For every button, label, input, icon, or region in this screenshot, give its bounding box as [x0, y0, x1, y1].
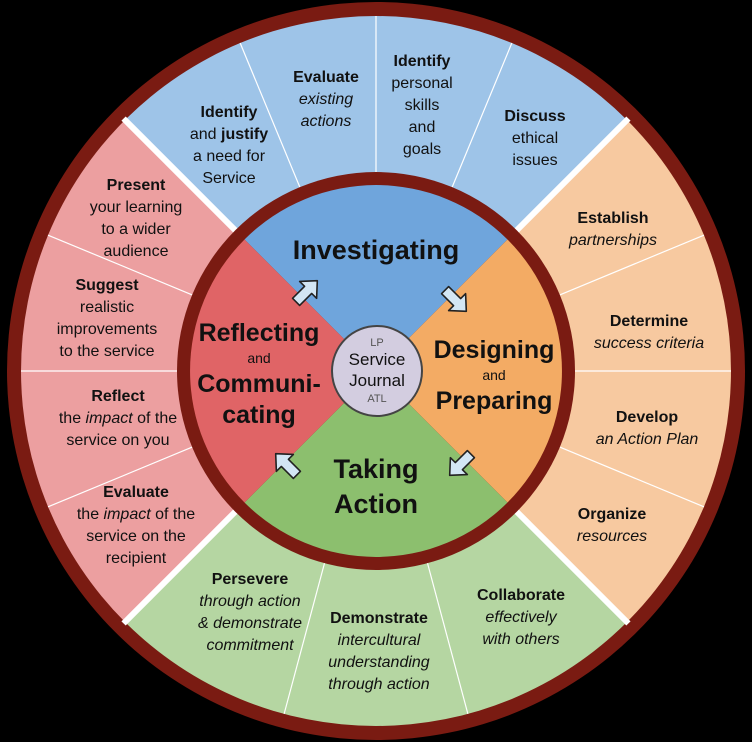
- quadrant-divider: [121, 506, 241, 626]
- quadrant-divider: [511, 506, 631, 626]
- step-divider: [555, 234, 705, 298]
- cycle-arrow-icon: [274, 452, 302, 480]
- quadrant-title-reflecting: Reflecting: [199, 319, 320, 347]
- center-logo: LP Service Journal ATL: [331, 325, 423, 417]
- quadrant-connector-reflecting: and: [247, 350, 270, 366]
- quadrant-taking-action: [244, 371, 508, 557]
- cycle-arrow-icon: [448, 449, 476, 477]
- step-divider: [47, 444, 197, 508]
- cycle-arrows: [274, 279, 476, 480]
- center-logo-line2: Journal: [349, 371, 405, 390]
- center-circle: [331, 325, 423, 417]
- quadrant-divider: [121, 116, 241, 236]
- step-divider: [425, 558, 469, 715]
- cycle-arrow-icon: [440, 285, 468, 313]
- cycle-arrow-icon: [291, 279, 319, 307]
- center-logo-top: LP: [370, 337, 383, 349]
- quadrant-reflecting: [190, 239, 376, 503]
- step-divider: [449, 42, 513, 192]
- step-divider: [283, 558, 327, 715]
- quadrant-title-designing: Designing: [434, 336, 555, 364]
- center-logo-bottom: ATL: [367, 393, 386, 405]
- quadrant-subtitle-cating: cating: [222, 401, 296, 429]
- center-logo-line1: Service: [349, 350, 406, 369]
- quadrant-subtitle-communicating: Communi-: [197, 370, 321, 398]
- quadrant-designing: [376, 239, 562, 503]
- step-divider: [47, 234, 197, 298]
- quadrant-subtitle-action: Action: [334, 489, 418, 519]
- quadrant-subtitle-preparing: Preparing: [436, 387, 553, 415]
- inner-quadrants: [190, 185, 562, 557]
- quadrant-title-taking: Taking: [333, 454, 418, 484]
- quadrant-connector-designing: and: [482, 367, 505, 383]
- step-divider: [239, 42, 303, 192]
- quadrant-investigating: [244, 185, 508, 371]
- quadrant-title-investigating: Investigating: [293, 235, 460, 265]
- step-divider: [555, 444, 705, 508]
- quadrant-divider: [511, 116, 631, 236]
